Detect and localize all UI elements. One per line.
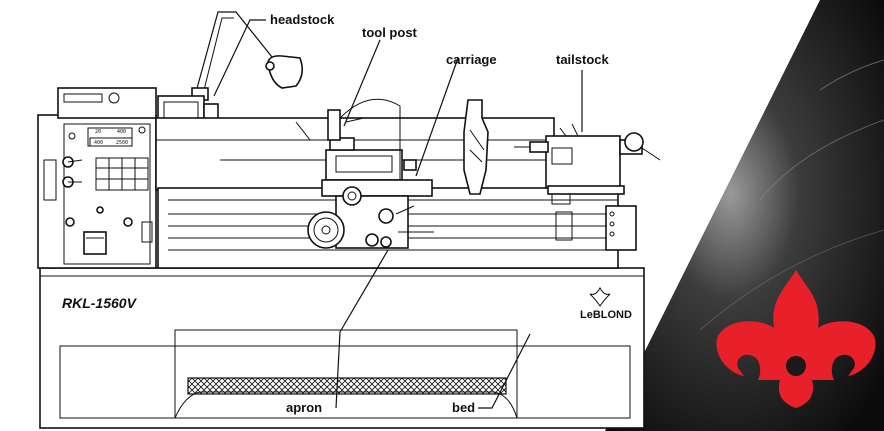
- tailstock-body: [514, 123, 661, 195]
- chip-pan: [187, 377, 507, 395]
- gauge-row2-right: 2500: [116, 140, 128, 146]
- label-carriage: carriage: [446, 52, 497, 67]
- carriage-handwheel: [307, 211, 345, 249]
- label-tailstock: tailstock: [556, 52, 610, 67]
- headstock-body: [37, 87, 157, 269]
- lathe-base: [39, 267, 645, 429]
- brand-name: LeBLOND: [580, 309, 632, 321]
- fleur-de-lis-logo: [716, 270, 876, 408]
- gauge-row2-left: 400: [94, 140, 103, 146]
- model-name: RKL-1560V: [62, 295, 138, 311]
- gear-chart: [95, 157, 149, 191]
- work-lamp: [191, 11, 304, 101]
- label-tool-post: tool post: [362, 25, 418, 40]
- label-headstock: headstock: [270, 12, 335, 27]
- leader-lines: [213, 19, 583, 409]
- gauge-row1-right: 400: [117, 129, 126, 135]
- label-bed: bed: [452, 400, 475, 415]
- dark-photo-panel: [605, 0, 884, 431]
- gauge-row1-left: 20: [95, 129, 101, 135]
- brand-mark: LeBLOND: [580, 286, 632, 321]
- label-apron: apron: [286, 400, 322, 415]
- steady-rest: [463, 99, 489, 195]
- carriage-assembly: [307, 98, 434, 249]
